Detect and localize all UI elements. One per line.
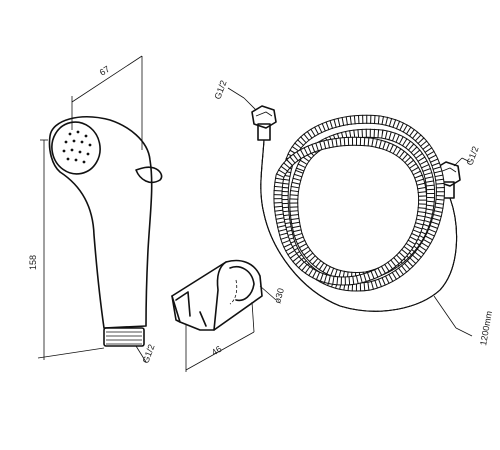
hose-length-callout: 1200mm xyxy=(433,295,494,346)
holder-width-label: 46 xyxy=(210,344,224,358)
sprayer-dimension-height: 158 xyxy=(28,139,105,360)
hose-thread-top-label: G1/2 xyxy=(212,79,228,101)
hose-thread-top-callout: G1/2 xyxy=(212,79,257,111)
spray-holes xyxy=(62,130,92,164)
hose-thread-right-label: G1/2 xyxy=(464,145,480,167)
wall-holder xyxy=(171,259,263,331)
holder-diameter-label: ø30 xyxy=(272,287,286,305)
sprayer-height-label: 158 xyxy=(28,255,38,270)
holder-diameter-callout: ø30 xyxy=(259,285,286,305)
shower-hose xyxy=(251,105,461,312)
sprayer-dimension-width: 67 xyxy=(71,55,143,150)
hose-nut-top xyxy=(251,105,277,141)
sprayer-thread xyxy=(103,327,145,347)
sprayer-width-label: 67 xyxy=(98,64,112,78)
hose-length-label: 1200mm xyxy=(478,310,494,346)
hand-sprayer xyxy=(48,116,163,347)
hose-thread-right-callout: G1/2 xyxy=(453,145,481,167)
holder-dimension-width: 46 xyxy=(185,301,255,372)
